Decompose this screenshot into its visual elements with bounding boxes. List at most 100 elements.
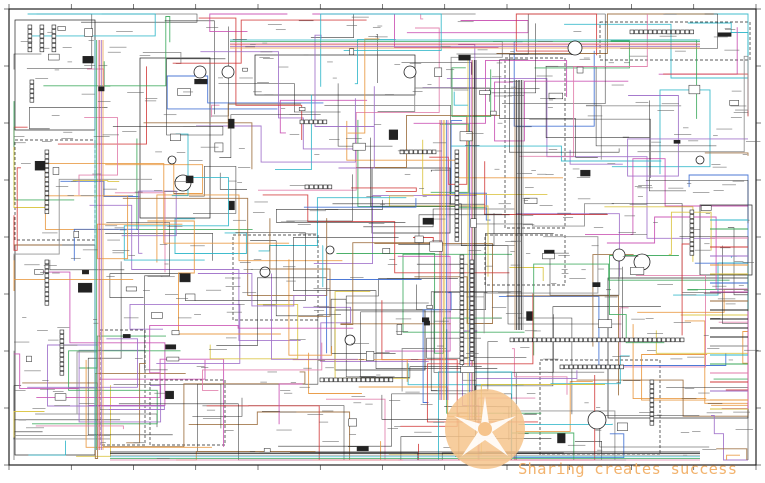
wire: [620, 13, 718, 49]
relay-block: [34, 269, 44, 275]
connector-pin: [469, 356, 475, 361]
connector-pin: [39, 43, 45, 48]
wire: [13, 53, 42, 70]
relay-block: [490, 110, 497, 116]
connector-pin: [51, 43, 57, 48]
relay-block: [185, 175, 194, 184]
connector-pin: [39, 33, 45, 39]
connector-pin: [638, 337, 643, 343]
connector-pin: [44, 158, 50, 164]
connector-pin: [44, 259, 50, 265]
connector-pin: [29, 88, 35, 94]
panel-box: [699, 204, 753, 276]
wire: [320, 13, 442, 87]
connector-pin: [606, 337, 611, 343]
connector-pin: [649, 411, 655, 417]
wire: [288, 259, 333, 356]
wire: [198, 17, 303, 140]
connector-pin: [44, 204, 50, 210]
wire: [303, 306, 429, 363]
relay-block: [580, 169, 591, 177]
wire: [279, 99, 368, 134]
connector-pin: [509, 337, 515, 343]
wire: [13, 167, 21, 251]
connector-pin: [399, 149, 405, 155]
relay-block: [421, 317, 430, 323]
wire: [197, 273, 325, 307]
connector-pin: [605, 364, 611, 370]
relay-block: [673, 139, 681, 144]
connector-pin: [454, 177, 460, 182]
connector-pin: [418, 149, 423, 155]
wire: [666, 387, 749, 460]
relay-block: [414, 235, 424, 243]
relay-block: [84, 28, 93, 37]
wire: [78, 349, 162, 423]
wire: [209, 13, 288, 33]
wire: [451, 67, 492, 118]
relay-block: [52, 167, 60, 175]
connector-pin: [454, 168, 460, 173]
wire: [106, 222, 170, 371]
wire: [606, 216, 748, 290]
wire: [711, 415, 748, 461]
connector-pin: [39, 38, 45, 43]
connector-pin: [601, 337, 607, 343]
relay-block: [352, 142, 366, 151]
sensor-symbol: [344, 334, 356, 346]
connector-pin: [459, 286, 465, 292]
connector-pin: [649, 402, 655, 408]
wire: [637, 55, 749, 153]
relay-block: [82, 56, 94, 64]
wire: [569, 149, 623, 165]
connector-pin: [39, 24, 45, 30]
connector-pin: [338, 377, 343, 383]
connector-pin: [629, 29, 635, 35]
connector-pin: [689, 228, 695, 233]
connector-pin: [514, 337, 519, 343]
relay-block: [630, 267, 645, 275]
wire: [13, 411, 45, 438]
connector-pin: [649, 421, 655, 426]
wire: [211, 104, 220, 118]
connector-pin: [675, 29, 681, 35]
connector-pin: [469, 264, 475, 269]
connector-pin: [620, 337, 625, 343]
wire: [250, 240, 324, 317]
relay-block: [228, 118, 235, 129]
connector-pin: [44, 296, 50, 301]
illegible-labels: [14, 13, 761, 459]
wire: [338, 86, 375, 169]
connector-pin: [27, 47, 33, 53]
connector-pin: [679, 337, 685, 343]
wire: [174, 218, 247, 254]
connector-pin: [469, 333, 475, 338]
connector-pin: [324, 377, 329, 383]
wire: [78, 117, 118, 196]
connector-pin: [318, 184, 323, 190]
connector-pin: [44, 200, 50, 205]
relay-block: [82, 269, 89, 275]
connector-pin: [689, 218, 695, 224]
relay-block: [73, 231, 79, 238]
wire: [453, 91, 469, 106]
connector-pin: [304, 184, 310, 190]
connector-pin: [454, 204, 460, 210]
connector-pin: [44, 291, 50, 297]
wire: [401, 62, 473, 75]
wire: [85, 359, 212, 448]
wire: [450, 120, 491, 221]
connector-pin: [634, 29, 639, 35]
wire: [473, 203, 614, 227]
relay-block: [470, 218, 477, 228]
relay-block: [165, 390, 174, 400]
wire: [516, 381, 593, 432]
connector-pin: [422, 149, 428, 155]
wire: [416, 233, 554, 310]
wire: [422, 139, 548, 196]
connector-pin: [459, 309, 465, 315]
wire: [129, 303, 241, 364]
wire: [258, 27, 440, 191]
wire: [641, 354, 741, 401]
relay-block: [434, 67, 443, 77]
